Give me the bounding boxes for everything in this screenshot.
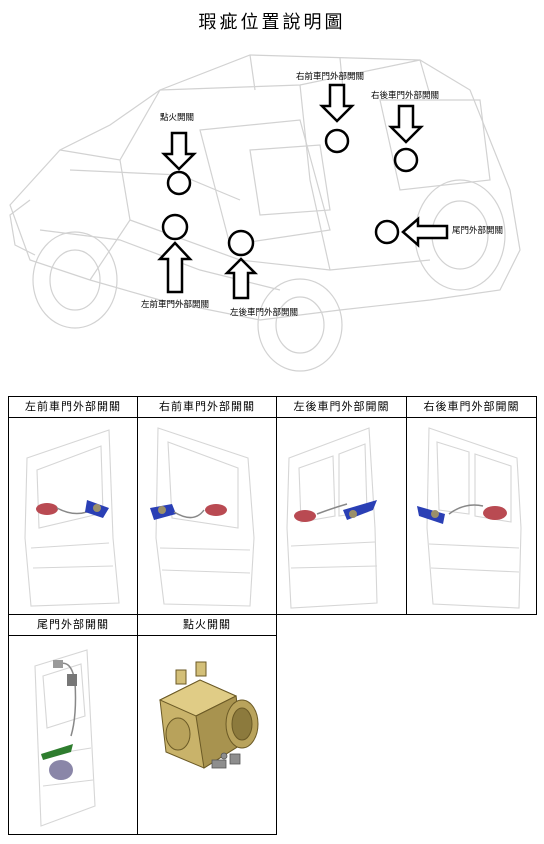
front-left-door-drawing	[24, 429, 120, 607]
tailgate-drawing	[34, 649, 96, 827]
panel-tailgate: 尾門外部開關	[8, 614, 138, 835]
panel-header: 尾門外部開關	[9, 615, 137, 636]
latch-icon	[417, 506, 445, 524]
lock-icon	[49, 760, 73, 780]
front-right-marker	[318, 83, 356, 154]
page-title: 瑕疵位置說明圖	[198, 12, 346, 33]
front-left-marker	[157, 213, 193, 294]
latch-icon	[41, 744, 73, 760]
label-rear-right: 右後車門外部開關	[371, 91, 440, 101]
rear-left-door-drawing	[286, 427, 378, 609]
label-rear-left: 左後車門外部開關	[230, 308, 299, 318]
vehicle-diagram: 點火開關 右前車門外部開關 右後車門外部開關 尾門外部開關 左前車門外部開關 左…	[0, 30, 544, 385]
ignition-marker	[160, 131, 198, 196]
rear-right-door-drawing	[417, 427, 522, 609]
vehicle-drawing	[9, 54, 521, 372]
panel-front-right-door: 右前車門外部開關	[137, 396, 277, 615]
handle-icon	[205, 504, 227, 516]
handle-icon	[294, 510, 316, 522]
label-front-right: 右前車門外部開關	[296, 72, 365, 82]
panel-header: 左前車門外部開關	[9, 397, 137, 418]
rear-left-marker	[223, 229, 259, 300]
bolt-icon	[211, 752, 241, 769]
label-front-left: 左前車門外部開關	[141, 300, 210, 310]
panel-rear-left-door: 左後車門外部開關	[276, 396, 407, 615]
label-ignition: 點火開關	[160, 113, 195, 123]
panel-rear-right-door: 右後車門外部開關	[406, 396, 537, 615]
panel-header: 右後車門外部開關	[407, 397, 536, 418]
panel-header: 左後車門外部開關	[277, 397, 406, 418]
ignition-switch-drawing	[158, 661, 259, 769]
rear-right-marker	[387, 104, 425, 173]
front-right-door-drawing	[150, 427, 255, 607]
tailgate-marker	[374, 216, 449, 248]
panel-ignition: 點火開關	[137, 614, 277, 835]
label-tailgate: 尾門外部開關	[452, 226, 504, 236]
panel-header: 右前車門外部開關	[138, 397, 276, 418]
handle-icon	[36, 503, 58, 515]
latch-icon	[343, 500, 377, 520]
handle-icon	[483, 506, 507, 520]
panel-header: 點火開關	[138, 615, 276, 636]
panel-front-left-door: 左前車門外部開關	[8, 396, 138, 615]
